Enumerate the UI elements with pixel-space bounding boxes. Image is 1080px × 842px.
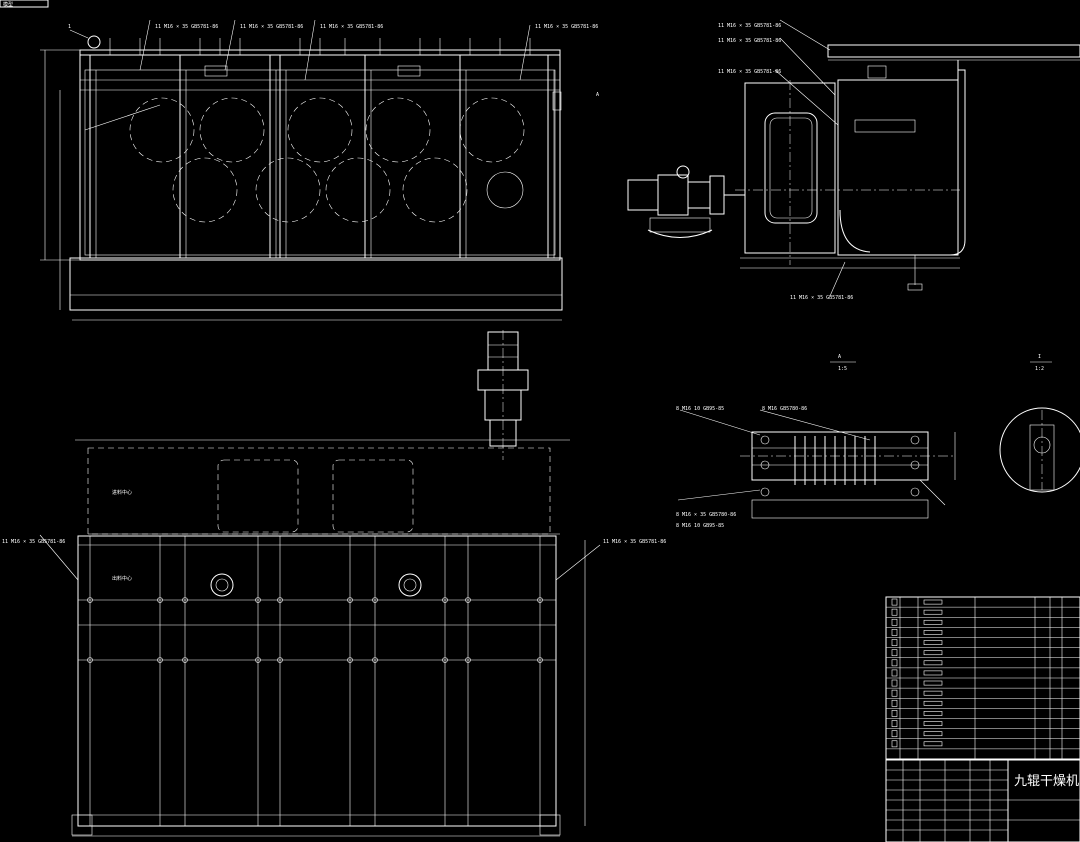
side-view <box>627 44 1080 291</box>
bom-code-box <box>923 700 943 706</box>
detail-a-leader-1: 8 M16 10 GB95-85 <box>676 406 724 412</box>
plan-bolt <box>537 597 543 603</box>
plan-bolt <box>87 657 93 663</box>
bom-code-box <box>923 630 943 635</box>
plan-bolt <box>442 597 448 603</box>
bom-index-box <box>891 618 898 626</box>
plan-bolt <box>157 597 163 603</box>
bom-index-box <box>891 608 898 616</box>
model-tab[interactable]: 模型 <box>0 0 49 8</box>
bom-index-box <box>891 649 898 657</box>
bom-code-box <box>923 599 943 605</box>
bom-code-box <box>923 680 943 686</box>
plan-bolt <box>277 597 283 603</box>
detail-b-scale: 1:2 <box>1035 366 1044 372</box>
detail-b-label: I <box>1038 354 1041 360</box>
plan-bolt <box>255 597 261 603</box>
detail-b-view: I 1:2 <box>999 354 1080 493</box>
roll-outline <box>325 157 391 223</box>
roll-outline <box>365 97 431 163</box>
bom-code-box <box>923 690 943 696</box>
bom-index-box <box>891 730 898 738</box>
plan-bolt <box>347 657 353 663</box>
roll-outline <box>255 157 321 223</box>
bom-index-box <box>891 699 898 707</box>
foot-left <box>71 814 93 836</box>
detail-a-leader-2: 8 M16 GB5780-86 <box>762 406 807 412</box>
plan-view: 进料中心 出料中心 11 M16 × 35 GB5781-86 11 M16 ×… <box>2 330 666 837</box>
plan-bolt <box>442 657 448 663</box>
plan-bolt <box>347 597 353 603</box>
plan-leader-right: 11 M16 × 35 GB5781-86 <box>603 539 666 545</box>
detail-a-label: A <box>838 354 841 360</box>
side-leader-2: 11 M16 × 35 GB5781-86 <box>718 38 781 44</box>
bom-index-box <box>891 740 898 748</box>
plan-bolt <box>372 657 378 663</box>
detail-a-leader-3: 8 M16 × 35 GB5780-86 <box>676 512 736 518</box>
bom-code-box <box>923 650 943 656</box>
plan-bolt <box>87 597 93 603</box>
roll-outline <box>402 157 468 223</box>
bom-index-box <box>891 598 898 606</box>
front-view <box>40 35 563 321</box>
plan-leader-left: 11 M16 × 35 GB5781-86 <box>2 539 65 545</box>
bom-code-box <box>923 660 943 666</box>
plan-bolt <box>537 657 543 663</box>
side-leader-3: 11 M16 × 35 GB5781-86 <box>718 69 781 75</box>
section-mark: A <box>596 92 599 98</box>
side-leader-4: 11 M16 × 35 GB5781-86 <box>790 295 853 301</box>
bom-code-box <box>923 640 943 645</box>
roll-outline <box>459 97 525 163</box>
drawing-title: 九辊干燥机 <box>1014 774 1079 789</box>
model-tab-label: 模型 <box>3 1 13 8</box>
front-view-leaders: 1 11 M16 × 35 GB5781-86 11 M16 × 35 GB57… <box>68 19 599 98</box>
plan-bolt <box>255 657 261 663</box>
foot-right <box>539 814 561 836</box>
plan-bolt <box>182 657 188 663</box>
bom-index-box <box>891 669 898 677</box>
bom-code-box <box>923 711 943 716</box>
plan-bolt <box>277 657 283 663</box>
leader-label-1: 1 <box>68 24 71 30</box>
leader-label-4: 11 M16 × 35 GB5781-86 <box>320 24 383 30</box>
bom-index-box <box>891 679 898 687</box>
plan-bolt <box>157 657 163 663</box>
bom-index-box <box>891 710 898 717</box>
plan-bolt <box>465 597 471 603</box>
bom-code-box <box>923 670 943 676</box>
detail-a-view: A 1:5 8 M16 10 GB95-85 8 M16 GB5780-86 8… <box>676 354 956 529</box>
feed-center-label: 进料中心 <box>112 489 132 496</box>
plan-bolt <box>465 657 471 663</box>
bom-index-box <box>891 689 898 697</box>
roll-outline <box>287 97 353 163</box>
bom-index-box <box>891 629 898 636</box>
title-block: 九辊干燥机 <box>885 759 1080 842</box>
bom-code-box <box>923 731 943 737</box>
leader-label-2: 11 M16 × 35 GB5781-86 <box>155 24 218 30</box>
detail-a-leader-4: 8 M16 10 GB95-85 <box>676 523 724 529</box>
bom-index-box <box>891 639 898 646</box>
detail-a-scale: 1:5 <box>838 366 847 372</box>
roll-outline <box>199 97 265 163</box>
bom-index-box <box>891 720 898 727</box>
bom-code-box <box>923 609 943 615</box>
leader-label-3: 11 M16 × 35 GB5781-86 <box>240 24 303 30</box>
plan-bolt <box>182 597 188 603</box>
bom-code-box <box>923 721 943 726</box>
side-view-leaders: 11 M16 × 35 GB5781-86 11 M16 × 35 GB5781… <box>718 19 853 301</box>
bom-table <box>885 596 1080 760</box>
side-leader-1: 11 M16 × 35 GB5781-86 <box>718 23 781 29</box>
roll-outline <box>172 157 238 223</box>
leader-label-5: 11 M16 × 35 GB5781-86 <box>535 24 598 30</box>
roll-small <box>486 171 524 209</box>
discharge-center-label: 出料中心 <box>112 575 132 582</box>
roll-outline <box>129 97 195 163</box>
bom-code-box <box>923 619 943 625</box>
bom-code-box <box>923 741 943 747</box>
plan-bolt <box>372 597 378 603</box>
bom-index-box <box>891 659 898 667</box>
